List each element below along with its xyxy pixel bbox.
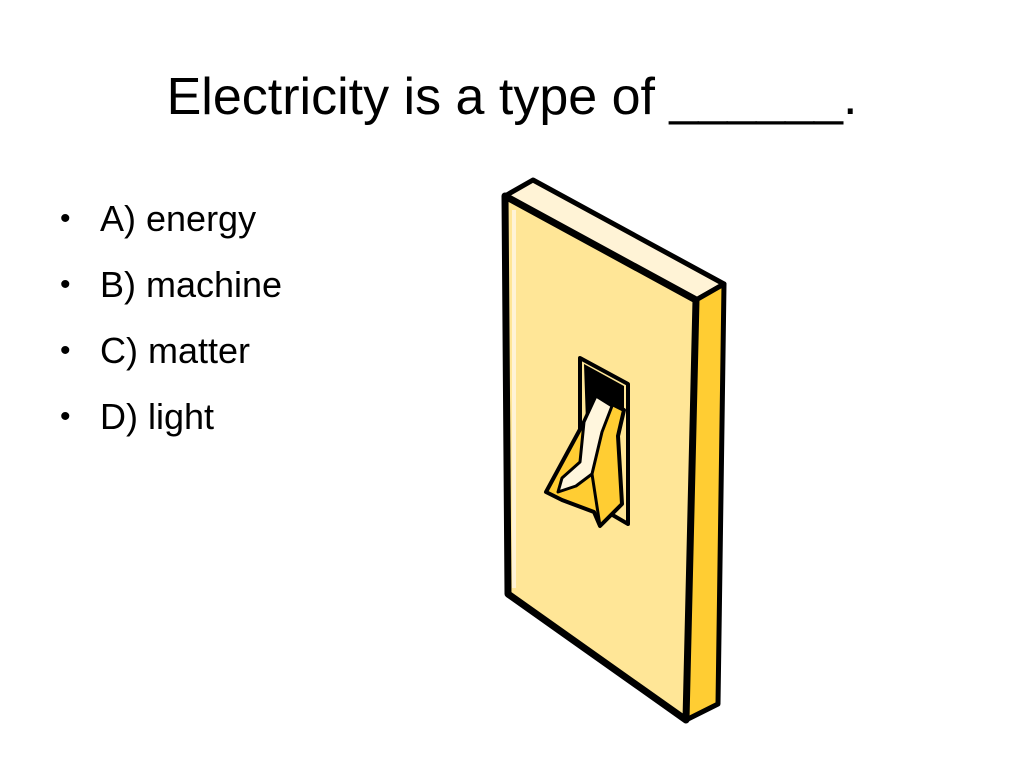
- option-item-a: • A) energy: [58, 186, 282, 252]
- bullet-icon: •: [60, 334, 71, 367]
- option-label-d: D) light: [100, 396, 215, 437]
- light-switch-icon: [501, 177, 727, 724]
- bullet-icon: •: [60, 400, 71, 433]
- option-item-c: • C) matter: [58, 318, 282, 384]
- option-item-b: • B) machine: [58, 252, 282, 318]
- option-label-a: A) energy: [100, 198, 257, 239]
- switch-toggle-highlight: [556, 394, 614, 494]
- bullet-icon: •: [60, 202, 71, 235]
- switch-toggle-crease: [590, 473, 602, 527]
- option-label-c: C) matter: [100, 330, 251, 371]
- option-label-b: B) machine: [100, 264, 283, 305]
- slide-title: Electricity is a type of ______.: [166, 68, 858, 126]
- bullet-icon: •: [60, 268, 71, 301]
- option-item-d: • D) light: [58, 384, 282, 450]
- switch-slot-shadow: [584, 364, 624, 422]
- answer-options-list: • A) energy • B) machine • C) matter • D…: [58, 186, 282, 450]
